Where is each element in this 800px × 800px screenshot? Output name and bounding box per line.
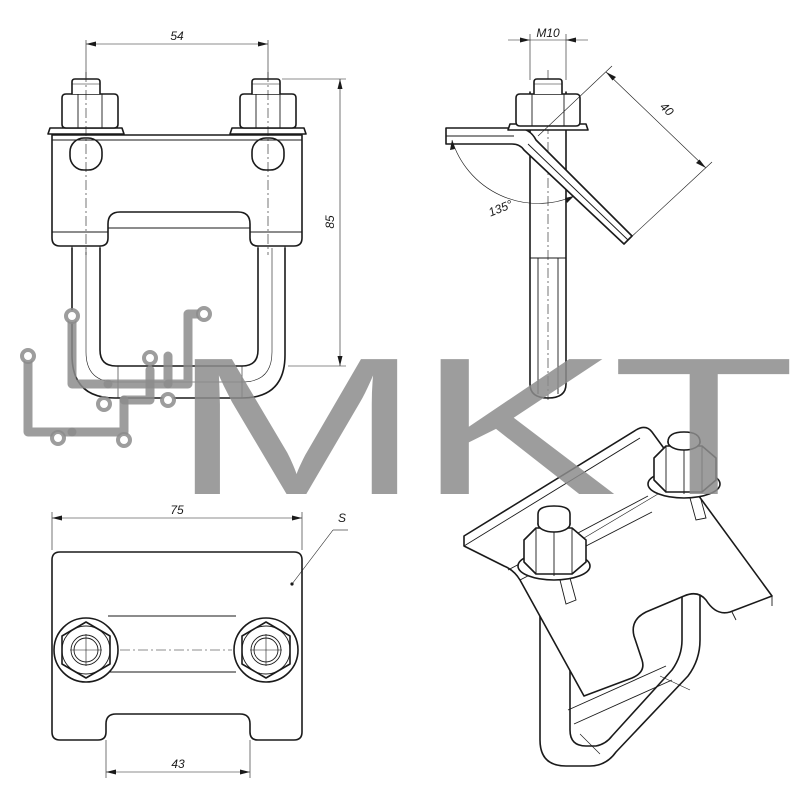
dim-plate-width: 75: [170, 503, 184, 517]
top-view: 75 S 43: [51, 503, 348, 778]
dim-flange-length: 40: [657, 99, 677, 119]
dim-thread: M10: [536, 26, 560, 40]
dim-height: 85: [323, 215, 337, 229]
front-view: 54 85: [47, 29, 346, 399]
dim-bend-angle: 135°: [486, 197, 514, 219]
watermark-text: MKT: [170, 317, 790, 536]
watermark-logo: [20, 306, 212, 448]
dim-thickness: S: [338, 511, 346, 525]
isometric-view: [463, 426, 773, 767]
dim-top-width: 54: [170, 29, 184, 43]
watermark: MKT: [20, 306, 794, 536]
dim-slot-width: 43: [171, 757, 185, 771]
